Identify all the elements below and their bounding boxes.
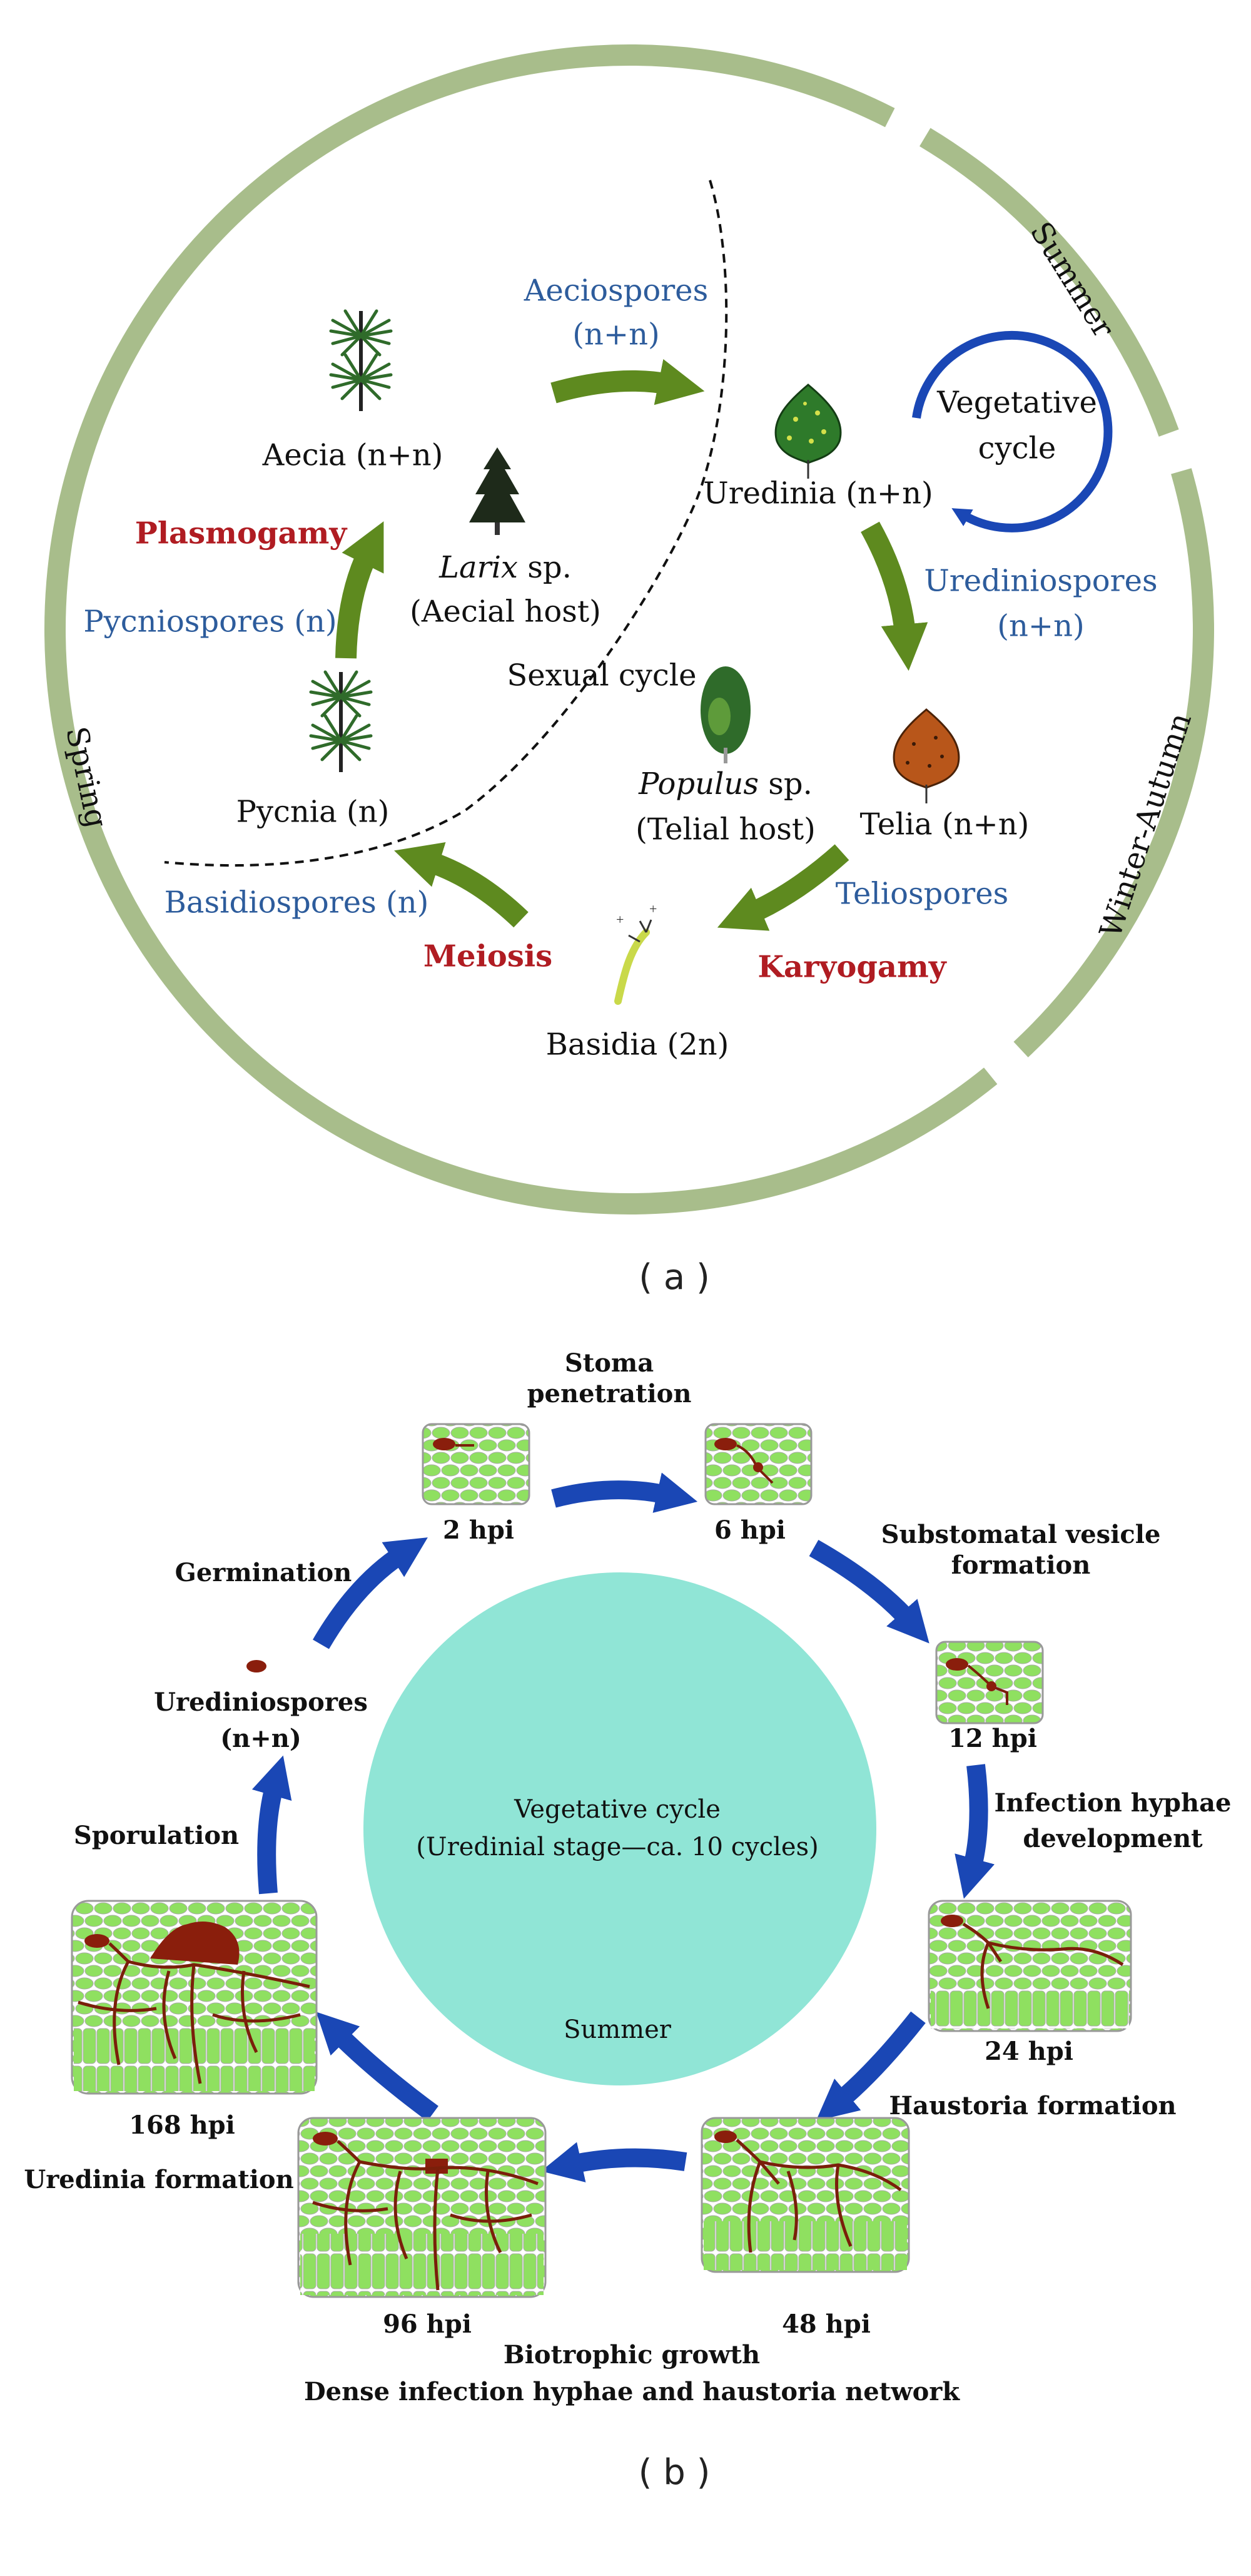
vegetative-cycle-label-2: cycle xyxy=(978,431,1056,466)
populus-tree-icon xyxy=(701,666,751,763)
arrow-2-to-6 xyxy=(551,1472,698,1513)
substomatal-label-1: Substomatal vesicle xyxy=(881,1520,1161,1549)
telia-label: Telia (n+n) xyxy=(860,807,1030,842)
aecia-branch-icon xyxy=(331,311,391,411)
infection-hyphae-label-1: Infection hyphae xyxy=(995,1788,1232,1818)
larix-label: Larix sp. xyxy=(438,550,572,585)
time-12hpi: 12 hpi xyxy=(948,1724,1037,1753)
center-title: Vegetative cycle xyxy=(514,1795,721,1824)
panel-b-label: ( b ) xyxy=(639,2452,711,2493)
telial-host-label: (Telial host) xyxy=(636,812,816,847)
time-24hpi: 24 hpi xyxy=(985,2037,1073,2066)
biotrophic-growth-label: Biotrophic growth xyxy=(504,2340,760,2370)
larix-tree-icon xyxy=(469,447,525,535)
arrow-pycnia-to-aecia xyxy=(335,521,384,659)
basidiospores-label: Basidiospores (n) xyxy=(165,885,429,920)
pycniospores-label: Pycniospores (n) xyxy=(83,604,337,639)
time-2hpi: 2 hpi xyxy=(443,1515,514,1545)
populus-label: Populus sp. xyxy=(638,766,813,802)
arrow-telia-to-basidia xyxy=(717,844,849,931)
urediniospores-label: Urediniospores xyxy=(924,564,1157,599)
stage-2hpi-image xyxy=(422,1423,530,1505)
vegetative-cycle-label-1: Vegetative xyxy=(936,385,1097,420)
arrow-basidia-to-pycnia xyxy=(394,842,529,928)
aeciospores-label: Aeciospores xyxy=(524,273,708,308)
aeciospores-ploidy: (n+n) xyxy=(572,317,660,352)
panel-b: Vegetative cycle (Uredinial stage—ca. 10… xyxy=(24,1348,1231,2493)
arrow-12-to-24 xyxy=(955,1764,995,1899)
sporulation-label: Sporulation xyxy=(74,1821,239,1850)
stoma-penetration-label-2: penetration xyxy=(527,1379,692,1408)
stage-96hpi-image xyxy=(297,2117,547,2298)
stage-48hpi-image xyxy=(701,2117,910,2273)
season-label-summer: Summer xyxy=(1023,216,1122,344)
basidia-label: Basidia (2n) xyxy=(546,1027,729,1062)
sexual-cycle-label: Sexual cycle xyxy=(507,658,696,693)
stage-6hpi-image xyxy=(704,1423,813,1505)
aecial-host-label: (Aecial host) xyxy=(410,594,601,629)
basidia-icon: ++ xyxy=(614,901,657,1005)
sexual-cycle-arrows xyxy=(335,359,928,931)
haustoria-formation-label: Haustoria formation xyxy=(889,2091,1176,2120)
time-168hpi: 168 hpi xyxy=(129,2110,235,2140)
uredinia-formation-label: Uredinia formation xyxy=(24,2165,293,2194)
arrow-24-to-48 xyxy=(816,2011,926,2121)
season-label-winter-autumn: Winter-Autumn xyxy=(1093,709,1198,942)
infection-hyphae-label-2: development xyxy=(1023,1824,1203,1853)
stage-12hpi-image xyxy=(935,1641,1044,1724)
plasmogamy-label: Plasmogamy xyxy=(135,516,348,551)
stoma-penetration-label-1: Stoma xyxy=(565,1348,654,1378)
pycnia-label: Pycnia (n) xyxy=(236,795,390,830)
center-subtitle: (Uredinial stage—ca. 10 cycles) xyxy=(416,1833,818,1861)
urediniospores-label: Urediniospores xyxy=(154,1688,368,1717)
pycnia-branch-icon xyxy=(311,672,371,772)
uredinia-label: Uredinia (n+n) xyxy=(703,476,933,511)
time-48hpi: 48 hpi xyxy=(782,2309,871,2339)
arrow-96-to-168 xyxy=(316,2012,438,2122)
germination-label: Germination xyxy=(175,1558,352,1587)
karyogamy-label: Karyogamy xyxy=(757,950,947,985)
panel-a-label: ( a ) xyxy=(639,1257,710,1298)
arrow-spore-to-2 xyxy=(313,1537,428,1649)
vegetative-cycle-arrow xyxy=(912,330,1113,532)
svg-text:+: + xyxy=(616,912,624,927)
time-6hpi: 6 hpi xyxy=(714,1515,786,1545)
season-ring xyxy=(44,44,1214,1214)
arrow-aecia-to-uredinia xyxy=(550,359,705,405)
dense-network-label: Dense infection hyphae and haustoria net… xyxy=(304,2377,960,2406)
season-arc-summer xyxy=(919,128,1179,437)
svg-text:+: + xyxy=(649,901,657,917)
season-arc-winter-autumn xyxy=(1013,468,1214,1057)
stage-24hpi-image xyxy=(928,1900,1132,2032)
arrow-6-to-12 xyxy=(809,1539,929,1644)
panel-a: Summer Winter-Autumn Spring xyxy=(44,44,1214,1298)
telia-leaf-icon xyxy=(893,708,960,803)
arrow-uredinia-to-telia xyxy=(861,521,928,671)
substomatal-label-2: formation xyxy=(951,1550,1091,1580)
urediniospores-ploidy: (n+n) xyxy=(997,609,1085,644)
time-96hpi: 96 hpi xyxy=(383,2309,472,2339)
meiosis-label: Meiosis xyxy=(423,939,552,974)
vegetative-cycle-center xyxy=(363,1572,876,2085)
season-arc-spring xyxy=(44,44,998,1214)
vegetative-arrows xyxy=(251,1472,995,2182)
uredinia-leaf-icon xyxy=(774,384,842,479)
stage-168hpi-image xyxy=(71,1900,318,2095)
arrow-48-to-96 xyxy=(540,2142,687,2182)
center-season: Summer xyxy=(564,2015,672,2044)
teliospores-label: Teliospores xyxy=(836,877,1009,912)
aecia-label: Aecia (n+n) xyxy=(262,438,443,473)
urediniospores-ploidy: (n+n) xyxy=(220,1724,301,1753)
urediniospore-icon xyxy=(246,1660,266,1672)
arrow-168-to-spore xyxy=(251,1755,292,1895)
